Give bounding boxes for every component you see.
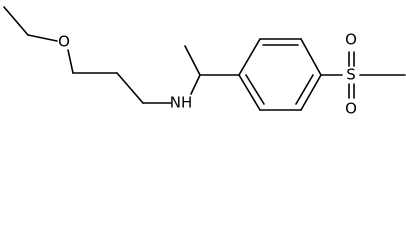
ring-bond-6 — [238, 74, 261, 111]
bond-propyl-2 — [116, 72, 144, 104]
amine-label: NH — [170, 94, 193, 112]
bond-o-propyl — [67, 49, 74, 74]
bond-ethyl-2 — [27, 34, 58, 42]
oxygen-ether-label: O — [58, 33, 70, 51]
ring-bond-3 — [300, 38, 322, 76]
oxygen-sulfonyl-top-label: O — [345, 31, 357, 49]
ring-bond-1 — [238, 38, 261, 76]
ring-double-right — [295, 74, 314, 105]
ring-double-left — [245, 74, 265, 105]
bond-n-benzylic — [190, 74, 201, 95]
molecule-diagram: O NH S O O — [3, 6, 406, 118]
bond-benzylic-methyl — [184, 45, 201, 76]
ring-bond-4 — [300, 74, 322, 111]
structure-canvas: O NH S O O — [3, 6, 406, 118]
bond-ethyl-1 — [3, 6, 29, 36]
oxygen-sulfonyl-bottom-label: O — [345, 100, 357, 118]
sulfur-label: S — [346, 66, 356, 84]
